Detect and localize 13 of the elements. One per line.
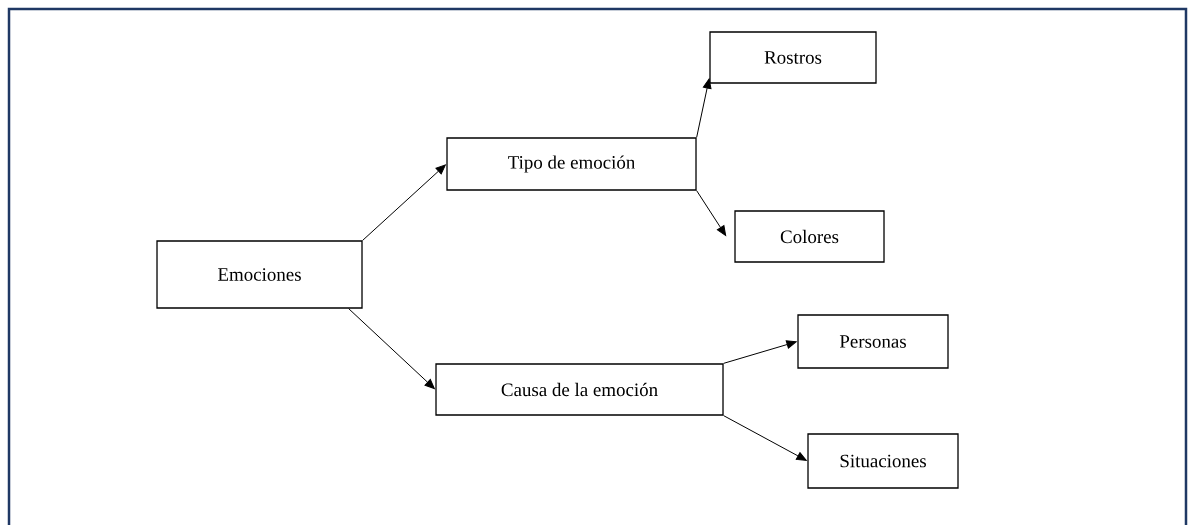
arrow (348, 308, 435, 390)
arrow (723, 340, 797, 364)
text-box: Rostros (709, 31, 877, 84)
text-box: Colores (734, 210, 885, 263)
arrow (696, 190, 727, 236)
arrow (723, 415, 807, 461)
text-box: Causa de la emoción (435, 363, 724, 416)
arrow (696, 78, 712, 138)
text-box: Emociones (156, 240, 363, 309)
text-box: Personas (797, 314, 949, 369)
arrow (362, 164, 446, 241)
text-box: Tipo de emoción (446, 137, 697, 191)
text-box: Situaciones (807, 433, 959, 489)
